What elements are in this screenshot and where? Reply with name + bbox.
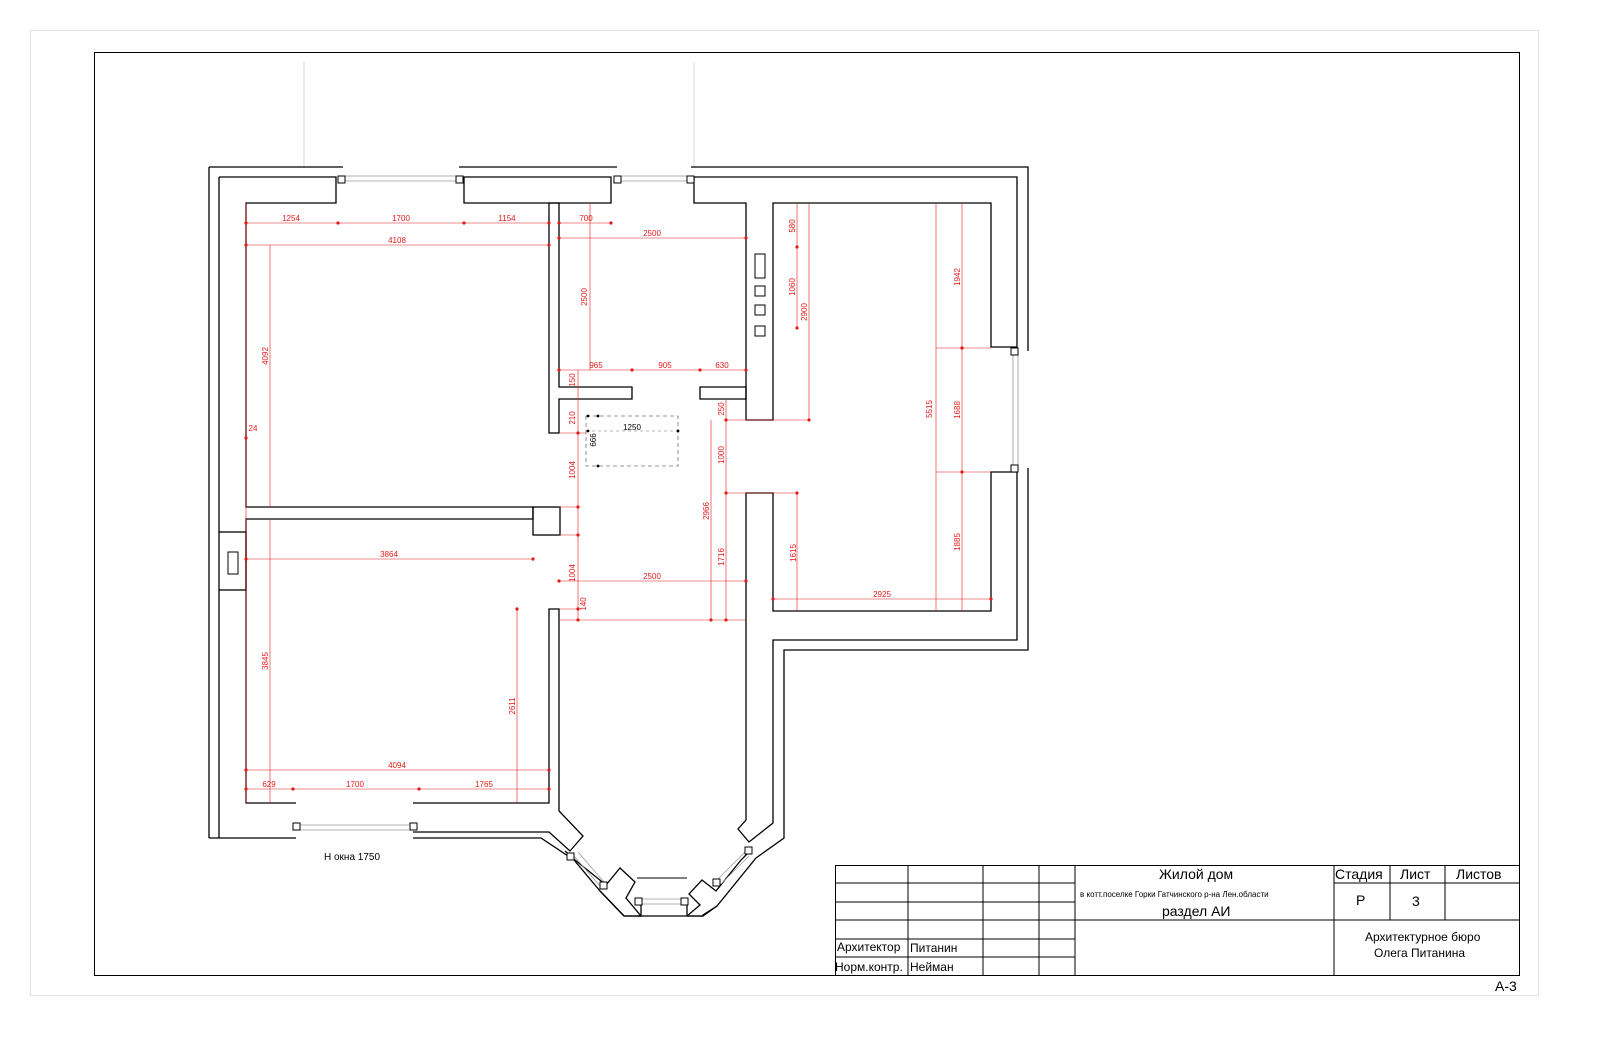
dim-label: 5515 — [925, 400, 934, 418]
dim-label: 905 — [658, 361, 672, 370]
stage-header: Стадия — [1335, 866, 1383, 882]
sheet-header: Лист — [1400, 866, 1431, 882]
dim-label: 630 — [715, 361, 729, 370]
window-height-note: Н окна 1750 — [324, 852, 380, 863]
sheets-header: Листов — [1456, 866, 1502, 882]
dim-label: 700 — [579, 214, 593, 223]
project-location: в котт.поселке Горки Гатчинского р-на Ле… — [1080, 890, 1269, 899]
dim-label: 2500 — [580, 288, 589, 306]
bureau-name-line1: Архитектурное бюро — [1365, 930, 1481, 944]
dim-label: 2966 — [702, 502, 711, 520]
vent-shafts — [227, 253, 766, 575]
dimension-lines — [245, 203, 991, 803]
dim-label: 2611 — [508, 697, 517, 715]
dim-label: 150 — [568, 373, 577, 387]
architect-name: Питанин — [910, 941, 958, 955]
drawing-frame — [94, 52, 1520, 976]
vertical-dimension-labels: 4092 24 580 1060 2900 2500 150 210 250 1… — [249, 219, 962, 715]
dim-label: 1060 — [788, 278, 797, 296]
dim-label: 2925 — [873, 590, 891, 599]
dim-label: 3864 — [380, 550, 398, 559]
sheet-code: А-3 — [1495, 978, 1517, 994]
island-width-label: 1250 — [623, 423, 641, 432]
dim-label: 1765 — [475, 780, 493, 789]
dim-label: 1716 — [717, 548, 726, 566]
dim-label: 1254 — [282, 214, 300, 223]
dim-label: 1700 — [346, 780, 364, 789]
project-title: Жилой дом — [1159, 866, 1234, 882]
dim-label: 140 — [579, 597, 588, 611]
walls — [218, 176, 1018, 917]
sheet-outer-border — [30, 30, 1539, 996]
dim-label: 250 — [717, 402, 726, 416]
dim-label: 629 — [262, 780, 276, 789]
dim-label: 4094 — [388, 761, 406, 770]
dim-label: 1000 — [717, 446, 726, 464]
sheet-value: 3 — [1412, 893, 1420, 909]
dim-label: 210 — [568, 411, 577, 425]
dim-label: 1700 — [392, 214, 410, 223]
dim-label: 1154 — [498, 214, 516, 223]
dim-label: 1688 — [953, 401, 962, 419]
window-frames — [292, 175, 1019, 906]
dim-label: 580 — [788, 219, 797, 233]
dim-label: 1885 — [953, 533, 962, 551]
dim-label: 1004 — [568, 564, 577, 582]
norm-control-name: Нейман — [910, 960, 954, 974]
bureau-name-line2: Олега Питанина — [1374, 946, 1465, 960]
kitchen-island-outline — [585, 415, 679, 467]
dim-label: 2500 — [643, 229, 661, 238]
title-block-grid — [835, 865, 1520, 976]
island-depth-label: 666 — [589, 433, 598, 447]
dim-label: 2900 — [800, 303, 809, 321]
dim-label: 1942 — [953, 268, 962, 286]
dim-label: 24 — [249, 424, 258, 433]
dim-label: 4108 — [388, 236, 406, 245]
windows — [296, 175, 1019, 905]
dim-label: 4092 — [261, 347, 270, 365]
dim-label: 1004 — [568, 461, 577, 479]
dimension-dots — [244, 221, 993, 791]
title-block: Жилой дом в котт.поселке Горки Гатчинско… — [835, 865, 1520, 976]
architect-role: Архитектор — [837, 940, 901, 954]
dim-label: 3845 — [261, 652, 270, 670]
stage-value: Р — [1356, 892, 1366, 908]
project-section: раздел АИ — [1162, 903, 1231, 919]
dim-label: 965 — [589, 361, 603, 370]
dim-label: 1615 — [789, 544, 798, 562]
horizontal-dimension-labels: 1254 1700 1154 4108 700 2500 965 905 630… — [262, 214, 891, 789]
island-dots — [586, 414, 680, 468]
guide-lines — [303, 62, 695, 168]
norm-control-role: Норм.контр. — [835, 960, 903, 974]
exterior-wall-outer — [209, 166, 1029, 917]
dim-label: 2500 — [643, 572, 661, 581]
